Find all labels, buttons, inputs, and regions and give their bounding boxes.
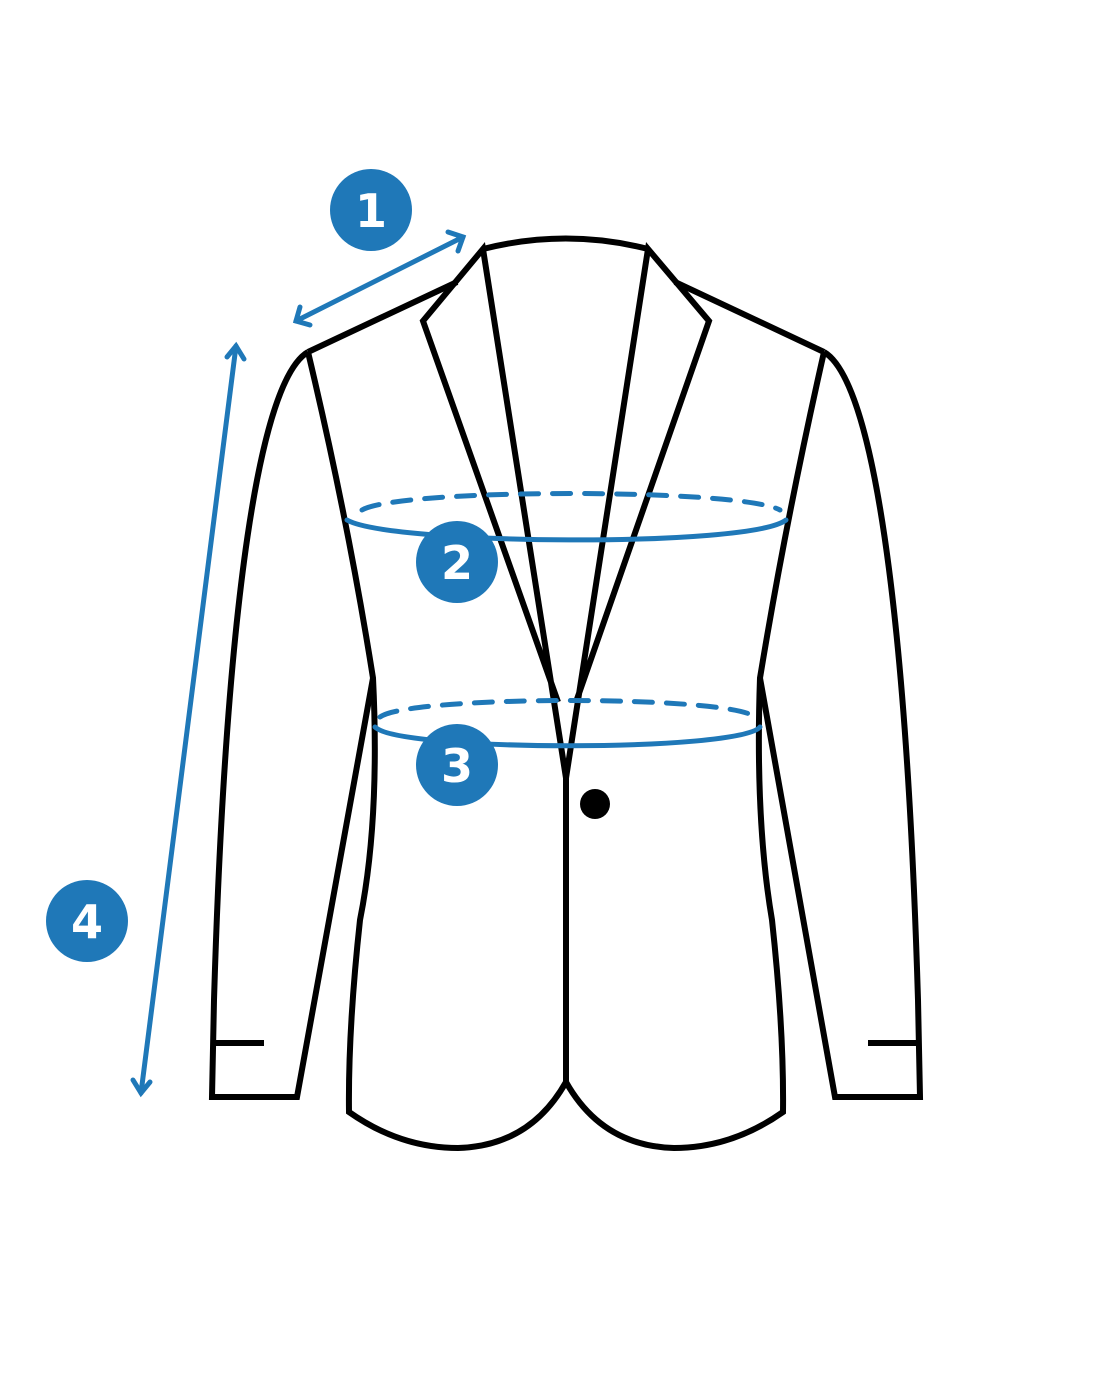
waist-back-dashed-line xyxy=(377,698,758,720)
badge-1-label: 1 xyxy=(355,184,387,238)
shoulder-arrowhead-end xyxy=(445,229,467,254)
badge-4-circle xyxy=(46,880,128,962)
badge-1: 1 xyxy=(330,169,412,251)
jacket-left-lapel xyxy=(419,241,569,779)
jacket-left-body xyxy=(305,351,569,1152)
sleeve-arrowhead-bottom xyxy=(130,1077,153,1098)
shoulder-arrow-line xyxy=(293,234,466,324)
jacket-outline xyxy=(208,235,924,1152)
badge-2: 2 xyxy=(416,521,498,603)
jacket-collar xyxy=(482,235,649,252)
badge-4: 4 xyxy=(46,880,128,962)
badge-3-circle xyxy=(416,724,498,806)
jacket-right-body xyxy=(563,351,827,1152)
sleeve-arrow-line xyxy=(138,343,239,1096)
badge-4-label: 4 xyxy=(71,895,103,949)
chest-front-line xyxy=(344,517,789,543)
jacket-right-lapel xyxy=(563,242,713,779)
measurement-waist xyxy=(372,698,763,749)
sleeve-arrowhead-top xyxy=(224,341,247,362)
badge-2-label: 2 xyxy=(441,536,473,590)
badge-3-label: 3 xyxy=(441,739,473,793)
jacket-left-sleeve xyxy=(208,349,376,1100)
measurement-sleeve-length xyxy=(130,341,247,1098)
jacket-right-sleeve xyxy=(757,349,924,1100)
jacket-button xyxy=(580,789,610,819)
measurement-shoulder xyxy=(292,229,467,328)
badge-2-circle xyxy=(416,521,498,603)
chest-back-dashed-line xyxy=(359,491,783,513)
shoulder-arrowhead-start xyxy=(292,304,313,328)
jacket-left-shoulder xyxy=(306,279,459,355)
badge-3: 3 xyxy=(416,724,498,806)
jacket-right-shoulder xyxy=(673,279,826,355)
waist-front-line xyxy=(372,724,763,749)
measurement-chest xyxy=(344,491,789,543)
badge-1-circle xyxy=(330,169,412,251)
